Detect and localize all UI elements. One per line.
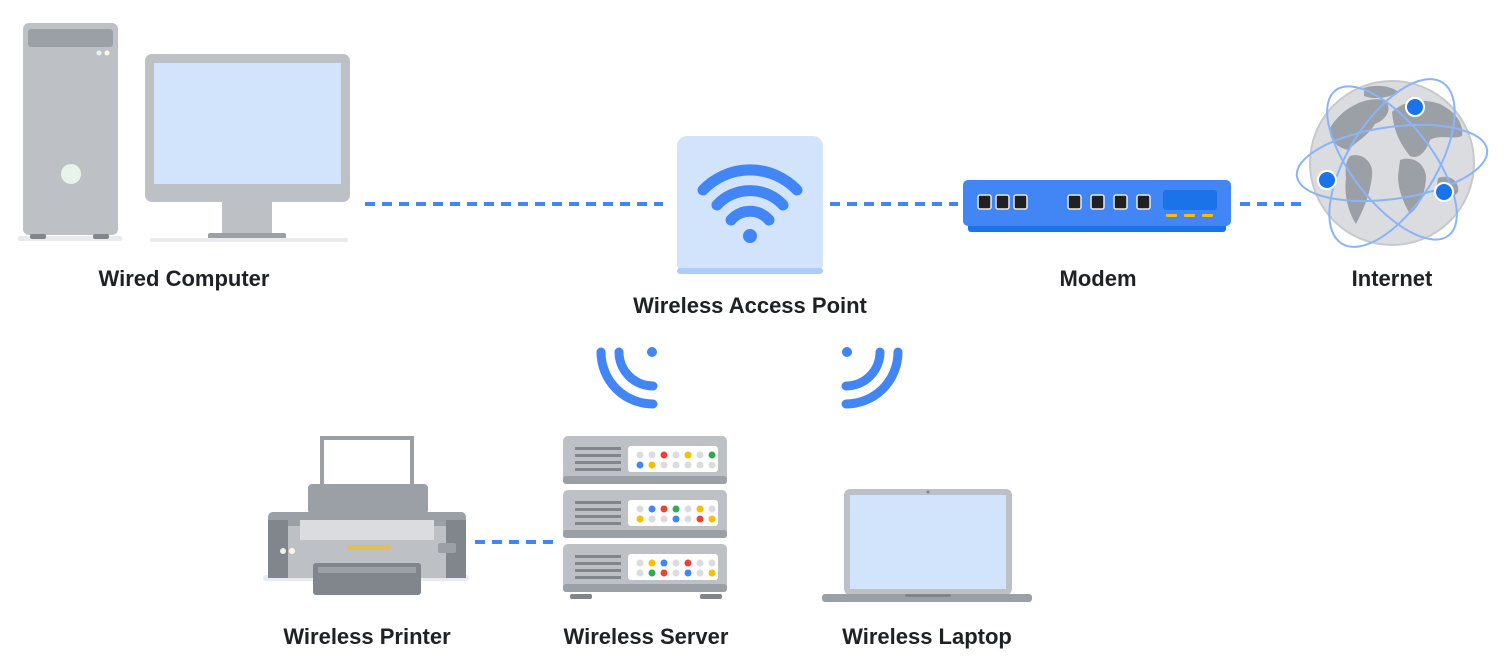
wifi-access-point-icon (677, 136, 823, 274)
label-wireless-printer: Wireless Printer (283, 624, 451, 649)
globe-icon (1295, 78, 1489, 248)
label-wireless-access-point: Wireless Access Point (633, 293, 867, 318)
label-wireless-server: Wireless Server (563, 624, 729, 649)
wifi-signal-left-icon (596, 347, 658, 409)
label-wired-computer: Wired Computer (98, 266, 270, 291)
label-modem: Modem (1059, 266, 1137, 291)
laptop-icon (822, 489, 1032, 602)
modem-icon (963, 180, 1231, 232)
wifi-signal-right-icon (841, 347, 903, 409)
desktop-computer-icon (18, 23, 350, 242)
label-internet: Internet (1351, 266, 1433, 291)
server-icon (563, 436, 727, 599)
connection-lines (365, 202, 1305, 544)
label-wireless-laptop: Wireless Laptop (842, 624, 1012, 649)
printer-icon (263, 436, 469, 595)
